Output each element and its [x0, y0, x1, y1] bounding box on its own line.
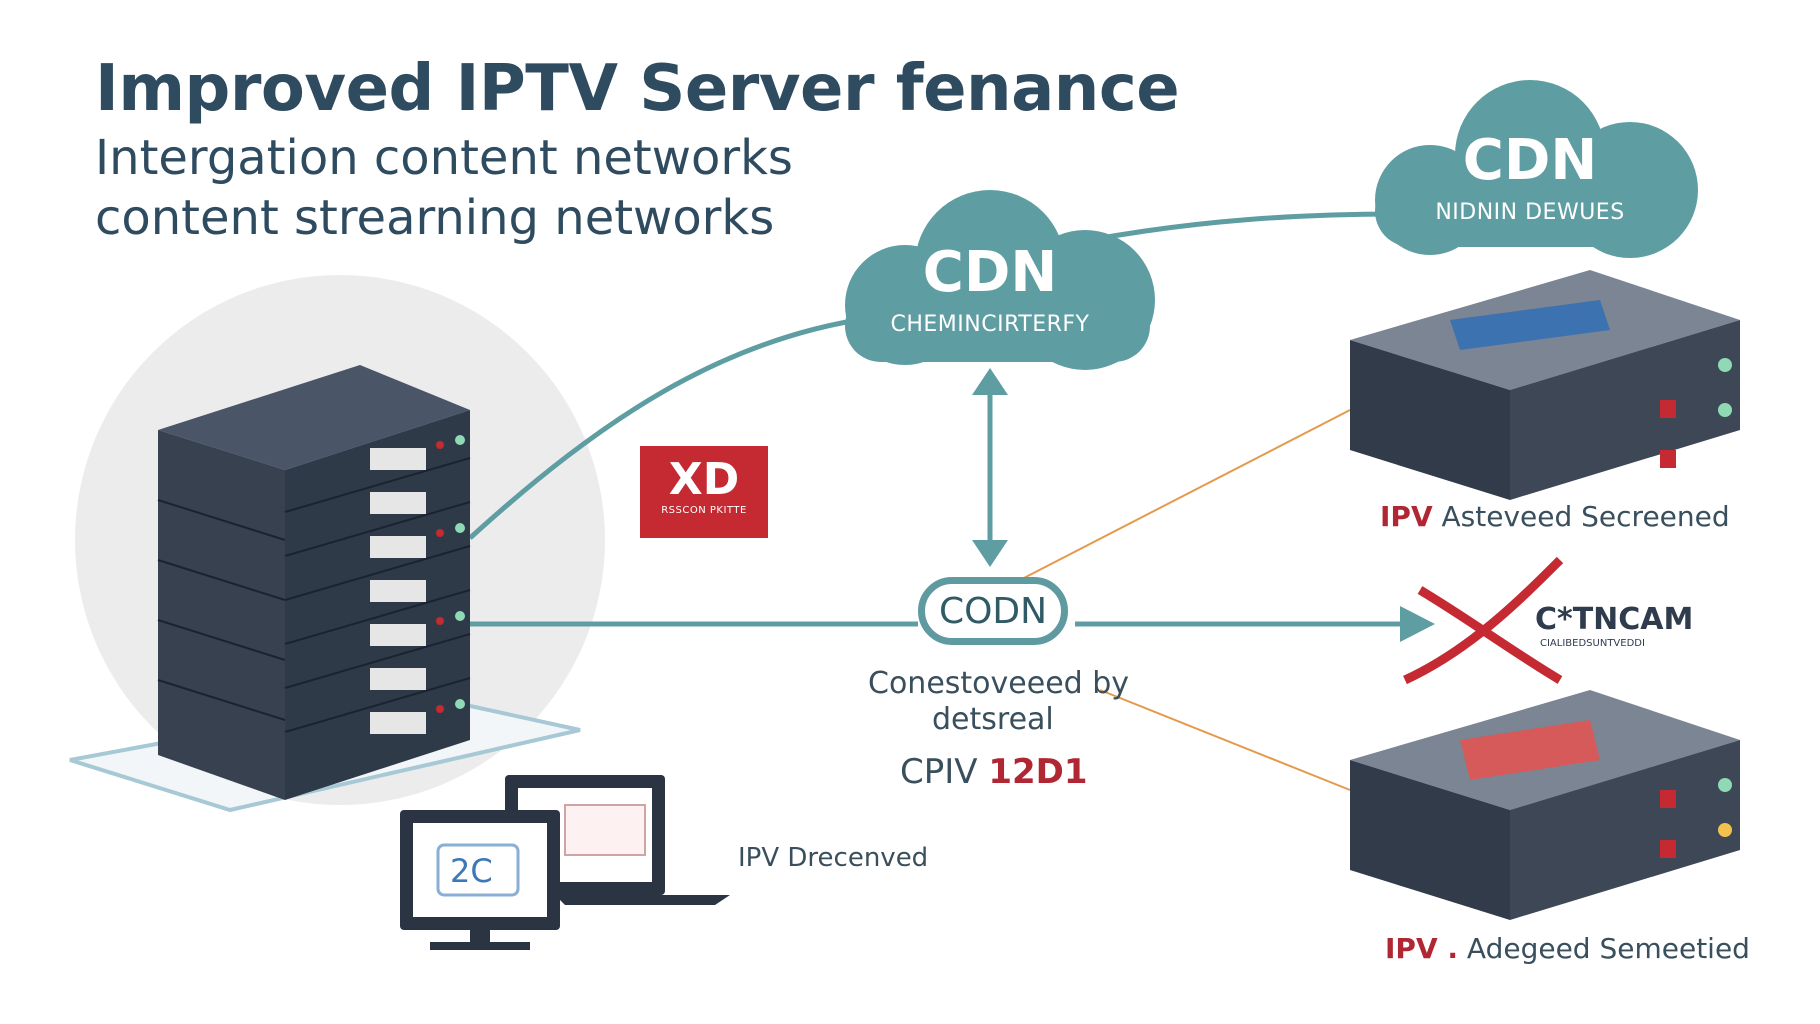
- link-rack-to-cdn: [468, 315, 871, 540]
- arrow-up-head: [972, 368, 1008, 395]
- clients-label: IPV Drecenved: [738, 843, 929, 873]
- xd-badge-subtitle: RSSCON PKITTE: [661, 505, 747, 516]
- server-box-top: [1350, 270, 1740, 500]
- hub-node: CODN: [918, 577, 1068, 645]
- server-box-bottom: [1350, 690, 1740, 920]
- server-top-prefix: IPV: [1380, 500, 1433, 533]
- client-screen-text: 2C: [450, 852, 493, 890]
- link-hub-to-server-top: [1019, 409, 1351, 581]
- hub-code-prefix: CPIV: [900, 752, 978, 792]
- server-top-text: Asteveed Secreened: [1441, 500, 1730, 533]
- rack-labels: [370, 448, 426, 734]
- cloud-center: [845, 190, 1155, 370]
- cloud-top-right-subtitle: NIDNIN DEWUES: [1435, 200, 1625, 225]
- rack-leds: [436, 435, 465, 713]
- partner-sub: CIALIBEDSUNTVEDDI: [1540, 638, 1645, 649]
- cloud-top-right-title: CDN: [1462, 128, 1598, 193]
- server-bottom-label: IPV . Adegeed Semeetied: [1385, 932, 1750, 965]
- hub-caption-line-1: Conestoveeed by: [868, 666, 1130, 701]
- page-title: Improved IPTV Server fenance: [95, 52, 1180, 126]
- partner-swoosh-icon: [1403, 556, 1564, 685]
- hub-code: CPIV 12D1: [900, 752, 1088, 792]
- hub-code-suffix: 12D1: [988, 752, 1088, 792]
- arrow-right-head: [1400, 606, 1435, 642]
- cloud-center-title: CDN: [922, 240, 1058, 305]
- subtitle-line-1: Intergation content networks: [95, 130, 793, 186]
- partner-name: C*TNCAM: [1535, 602, 1694, 637]
- link-hub-to-server-bottom: [1099, 689, 1351, 791]
- cloud-top-right: [1375, 80, 1698, 258]
- rack-units: [157, 457, 471, 733]
- xd-badge: XD RSSCON PKITTE: [640, 446, 768, 538]
- server-top-label: IPV Asteveed Secreened: [1380, 500, 1730, 533]
- xd-badge-title: XD: [668, 454, 740, 505]
- client-monitors: [400, 775, 730, 950]
- link-cdn-to-cdn: [1089, 211, 1401, 243]
- server-bottom-prefix: IPV .: [1385, 932, 1458, 965]
- subtitle-line-2: content strearning networks: [95, 190, 775, 246]
- arrow-down-head: [972, 540, 1008, 567]
- hub-caption-line-2: detsreal: [932, 702, 1054, 737]
- server-bottom-text: Adegeed Semeetied: [1466, 932, 1750, 965]
- hub-label: CODN: [938, 590, 1048, 632]
- cloud-center-subtitle: CHEMINCIRTERFY: [890, 312, 1090, 337]
